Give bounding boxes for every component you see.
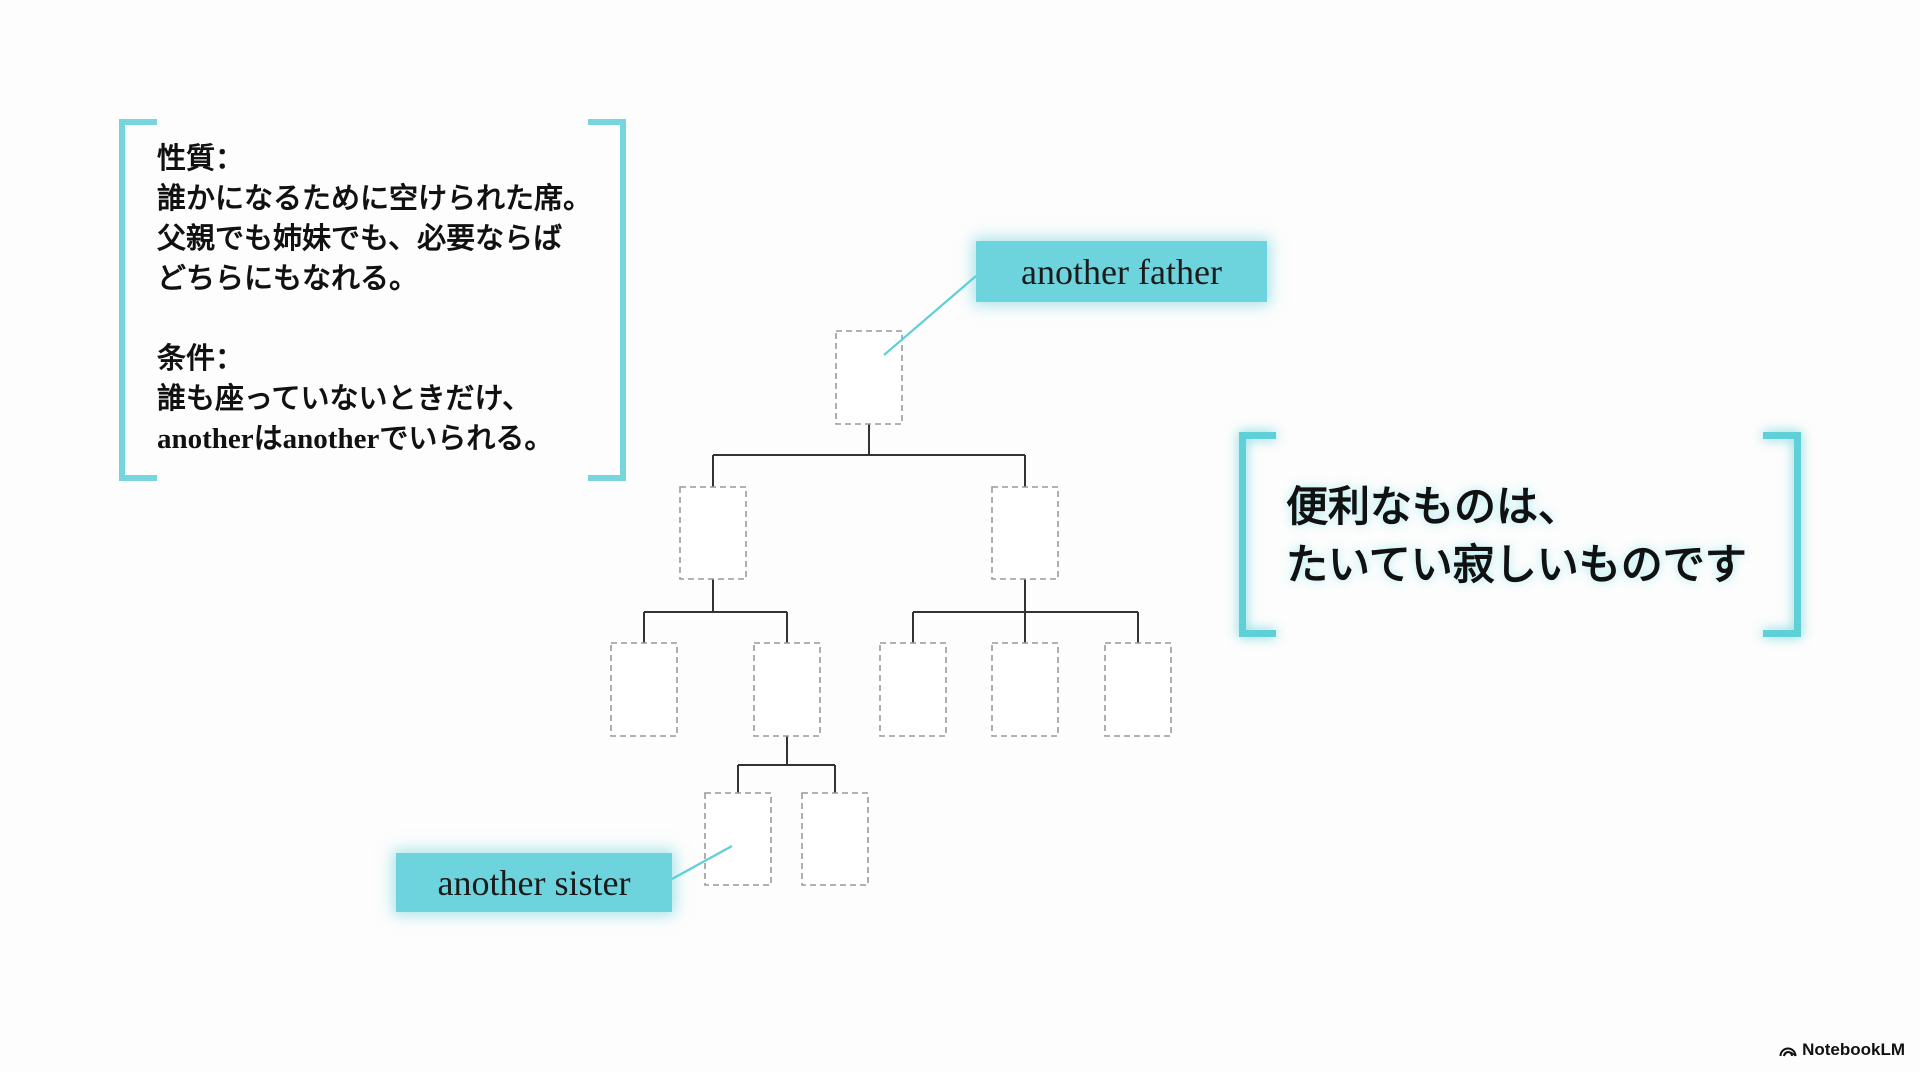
conditions-heading: 条件： (157, 343, 245, 375)
tree-node-root (835, 330, 903, 425)
quote-line: 便利なものは、 (1286, 485, 1581, 531)
definition-note: 性質： 誰かになるために空けられた席。 父親でも姉妹でも、必要ならば どちらにも… (157, 139, 593, 459)
properties-section: 性質： 誰かになるために空けられた席。 父親でも姉妹でも、必要ならば どちらにも… (157, 139, 593, 299)
tree-node-level4-left (704, 792, 772, 886)
father-leader-line (883, 275, 977, 356)
tree-connector (712, 424, 1026, 487)
tree-node-level3-5 (1104, 642, 1172, 737)
tree-connector (737, 736, 836, 793)
quote-bracket-left (1239, 432, 1276, 637)
tree-node-level2-left (679, 486, 747, 580)
tree-connector (912, 579, 1139, 643)
properties-line: 誰かになるために空けられた席。 (157, 183, 593, 215)
properties-line: 父親でも姉妹でも、必要ならば (157, 223, 563, 255)
sister-leader-line (671, 845, 733, 880)
quote-text: 便利なものは、 たいてい寂しいものです (1286, 479, 1747, 595)
conditions-section: 条件： 誰も座っていないときだけ、 anotherはanotherでいられる。 (157, 339, 587, 459)
brand-name: NotebookLM (1802, 1040, 1905, 1059)
properties-line: どちらにもなれる。 (157, 263, 419, 295)
tree-node-level2-right (991, 486, 1059, 580)
properties-heading: 性質： (157, 143, 245, 175)
tree-connector (643, 579, 788, 643)
quote-line: たいてい寂しいものです (1286, 543, 1747, 589)
conditions-line: anotherはanotherでいられる。 (157, 423, 554, 455)
note-bracket-left (119, 119, 157, 481)
another-sister-label: another sister (396, 853, 672, 912)
another-father-label: another father (976, 241, 1267, 302)
tree-seats (610, 330, 1172, 886)
tree-node-level4-right (801, 792, 869, 886)
conditions-line: 誰も座っていないときだけ、 (157, 383, 532, 415)
notebooklm-logo-icon (1779, 1043, 1797, 1057)
tree-node-level3-2 (753, 642, 821, 737)
tree-connectors (643, 424, 1139, 793)
tree-node-level3-3 (879, 642, 947, 737)
notebooklm-branding: NotebookLM (1779, 1040, 1905, 1060)
tree-node-level3-4 (991, 642, 1059, 737)
note-bracket-right (588, 119, 626, 481)
quote-bracket-right (1763, 432, 1801, 637)
tree-node-level3-1 (610, 642, 678, 737)
